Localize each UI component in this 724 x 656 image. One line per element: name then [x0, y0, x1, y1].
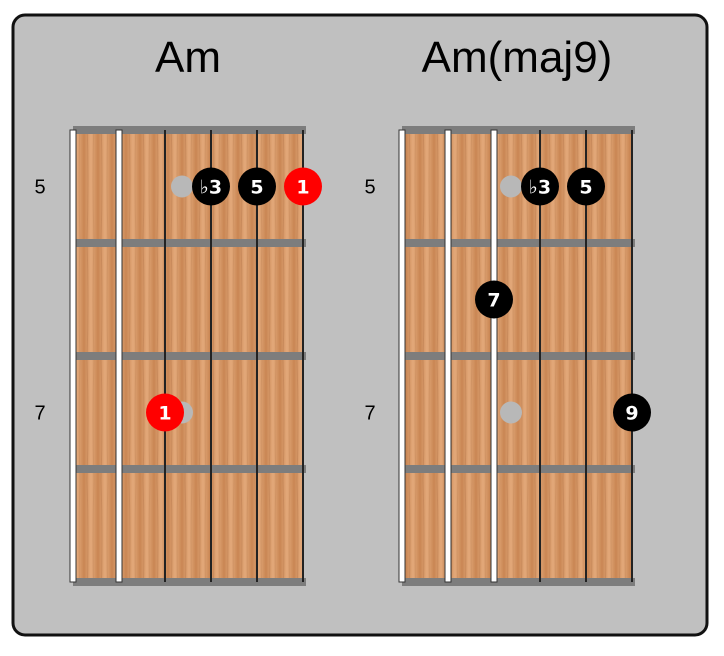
string-open	[398, 129, 406, 583]
string	[164, 130, 166, 582]
note-label: ♭3	[529, 177, 551, 199]
string	[210, 130, 212, 582]
note-label: 5	[579, 177, 592, 199]
chord-diagram-1: Am(maj9) 5 7 ♭3 5 7 9	[364, 33, 651, 586]
note-label: 7	[487, 290, 500, 312]
note-label: 9	[625, 403, 638, 425]
note-label: 1	[296, 177, 309, 199]
fret-line	[73, 239, 306, 247]
note-dot	[284, 167, 322, 206]
string	[302, 130, 304, 582]
note-dot	[567, 167, 605, 206]
fret-line	[73, 465, 306, 473]
chord-diagram-0: Am 5 7 ♭3 5 1 1	[34, 33, 322, 586]
note-label: 5	[250, 177, 263, 199]
chord-diagrams: Am 5 7 ♭3 5 1 1 Am(maj9) 5 7 ♭3 5 7 9	[34, 33, 651, 586]
fret-number-label: 7	[364, 403, 375, 425]
fret-line	[73, 352, 306, 360]
fret-line	[73, 126, 306, 134]
fret-line	[73, 578, 306, 586]
fret-line	[402, 352, 635, 360]
note-dot	[238, 167, 276, 206]
chord-title: Am	[155, 33, 221, 82]
note-dot	[146, 393, 184, 432]
fret-line	[402, 126, 635, 134]
string	[631, 130, 633, 582]
ghost-note-dot	[500, 175, 522, 198]
note-dot	[613, 393, 651, 432]
chord-title: Am(maj9)	[422, 33, 613, 82]
fret-number-label: 5	[364, 177, 375, 199]
string-open	[444, 129, 452, 583]
fret-line	[402, 465, 635, 473]
ghost-note-dot	[171, 175, 193, 198]
note-dot	[192, 167, 230, 206]
note-dot	[521, 167, 559, 206]
string-open	[69, 129, 77, 583]
string-open	[490, 129, 498, 583]
note-dot	[475, 280, 513, 319]
string	[256, 130, 258, 582]
fret-number-label: 5	[34, 177, 45, 199]
string	[539, 130, 541, 582]
note-label: ♭3	[200, 177, 222, 199]
fret-line	[402, 578, 635, 586]
ghost-note-dot	[500, 401, 522, 424]
note-label: 1	[158, 403, 171, 425]
string	[585, 130, 587, 582]
fret-number-label: 7	[34, 403, 45, 425]
string-open	[115, 129, 123, 583]
fret-line	[402, 239, 635, 247]
